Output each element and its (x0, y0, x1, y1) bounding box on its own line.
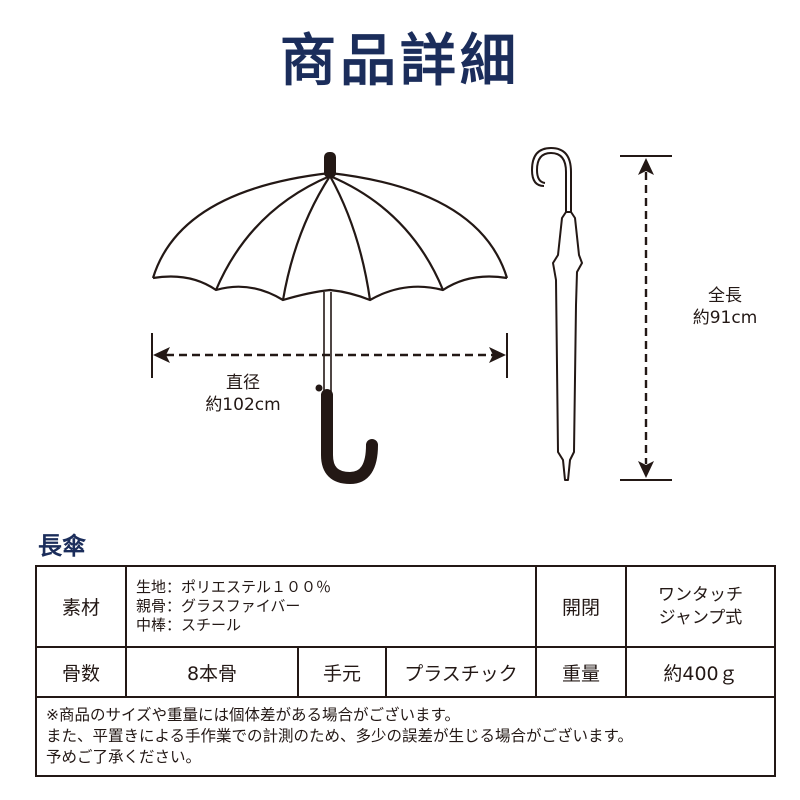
open-close-value: ワンタッチ ジャンプ式 (625, 565, 776, 648)
diameter-value: 約102cm (205, 395, 281, 415)
spec-row-details: 骨数 8本骨 手元 プラスチック 重量 約400ｇ (35, 646, 776, 698)
material-line-ribs: 親骨：グラスファイバー (136, 597, 301, 615)
spec-row-notes: ※商品のサイズや重量には個体差がある場合がございます。 また、平置きによる手作業… (35, 696, 776, 777)
arrow-down-icon (638, 461, 654, 478)
umbrella-diagram (151, 147, 672, 485)
open-button (315, 384, 323, 392)
umbrella-handle (321, 389, 378, 485)
open-close-line-2: ジャンプ式 (658, 607, 743, 628)
weight-value: 約400ｇ (625, 646, 776, 698)
umbrella-shaft (323, 292, 332, 395)
note-line-1: ※商品のサイズや重量には個体差がある場合がございます。 (46, 706, 460, 724)
spec-row-material: 素材 生地：ポリエステル１００％ 親骨：グラスファイバー 中棒：スチール 開閉 … (35, 565, 776, 648)
material-line-shaft: 中棒：スチール (136, 616, 242, 634)
material-label: 素材 (35, 565, 127, 648)
arrow-up-icon (638, 158, 654, 175)
section-title: 長傘 (38, 532, 86, 560)
length-value: 約91cm (692, 308, 758, 328)
umbrella-tip (324, 152, 336, 178)
diameter-label: 直径 約102cm (188, 372, 298, 416)
closed-umbrella-illustration (531, 147, 583, 481)
arrow-left-icon (153, 347, 170, 363)
open-close-line-1: ワンタッチ (658, 584, 743, 605)
open-close-label: 開閉 (535, 565, 627, 648)
open-umbrella-illustration (151, 171, 509, 302)
material-value: 生地：ポリエステル１００％ 親骨：グラスファイバー 中棒：スチール (125, 565, 537, 648)
length-label: 全長 約91cm (670, 285, 780, 329)
note-line-2: また、平置きによる手作業での計測のため、多少の誤差が生じる場合がございます。 (46, 727, 633, 745)
diameter-dimension-line (151, 333, 508, 378)
arrow-right-icon (489, 347, 506, 363)
spec-table: 素材 生地：ポリエステル１００％ 親骨：グラスファイバー 中棒：スチール 開閉 … (35, 565, 776, 777)
notes: ※商品のサイズや重量には個体差がある場合がございます。 また、平置きによる手作業… (35, 696, 776, 777)
weight-label: 重量 (535, 646, 627, 698)
note-line-3: 予めご了承ください。 (46, 748, 202, 766)
material-line-fabric: 生地：ポリエステル１００％ (136, 578, 332, 596)
ribs-label: 骨数 (35, 646, 127, 698)
diameter-caption: 直径 (226, 373, 260, 393)
length-dimension-line (620, 155, 672, 481)
handle-label: 手元 (297, 646, 387, 698)
page-title: 商品詳細 (280, 29, 520, 94)
handle-value: プラスチック (385, 646, 537, 698)
ribs-value: 8本骨 (125, 646, 299, 698)
length-caption: 全長 (708, 286, 742, 306)
